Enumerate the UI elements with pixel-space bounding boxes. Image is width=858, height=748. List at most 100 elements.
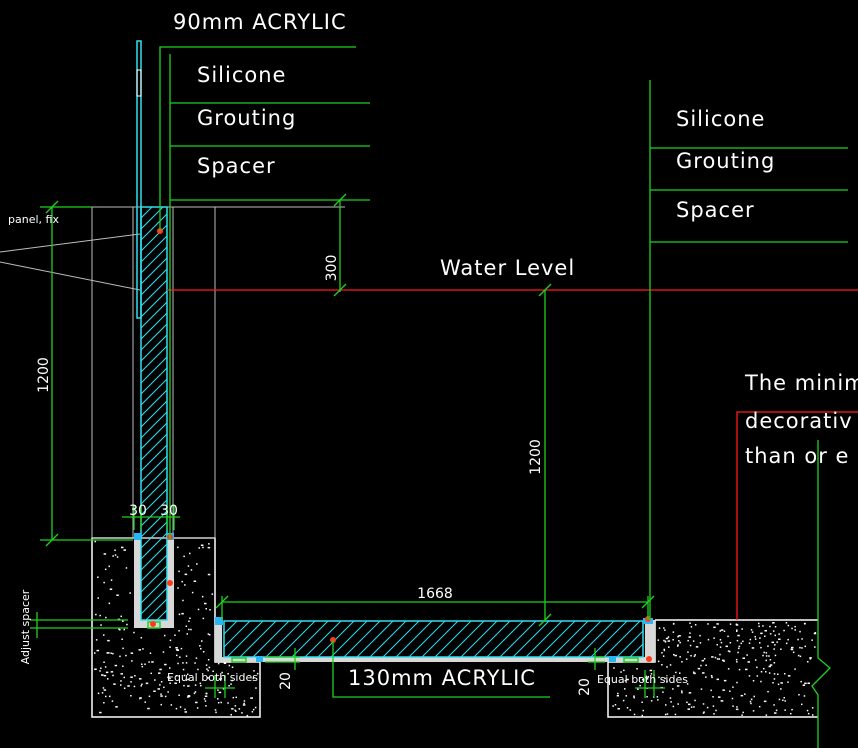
speckle-dot xyxy=(182,599,184,602)
speckle-dot xyxy=(199,682,202,685)
speckle-dot xyxy=(116,556,119,558)
hatch-line xyxy=(141,207,153,219)
speckle-dot xyxy=(689,622,691,624)
speckle-dot xyxy=(678,640,680,642)
speckle-dot xyxy=(772,682,774,684)
speckle-dot xyxy=(694,624,697,626)
speckle-dot xyxy=(814,632,817,634)
speckle-dot xyxy=(119,629,121,631)
speckle-dot xyxy=(189,552,191,555)
speckle-dot xyxy=(180,647,183,650)
speckle-dot xyxy=(636,668,638,670)
speckle-dot xyxy=(744,693,746,695)
speckle-dot xyxy=(612,705,614,707)
speckle-dot xyxy=(121,638,123,640)
speckle-dot xyxy=(758,625,760,628)
hatch-line xyxy=(141,268,167,296)
speckle-dot xyxy=(95,613,97,616)
speckle-dot xyxy=(175,707,178,710)
hatch-line xyxy=(395,621,433,657)
speckle-dot xyxy=(787,675,791,677)
speckle-dot xyxy=(707,623,709,625)
speckle-dot xyxy=(109,695,111,698)
speckle-dot xyxy=(617,695,619,697)
speckle-dot xyxy=(112,674,114,677)
speckle-dot xyxy=(688,703,691,706)
speckle-dot xyxy=(760,680,762,683)
speckle-dot xyxy=(711,676,713,679)
speckle-dot xyxy=(246,714,249,717)
speckle-dot xyxy=(759,637,761,639)
speckle-dot xyxy=(154,679,156,681)
speckle-dot xyxy=(109,588,113,590)
speckle-dot xyxy=(94,668,97,670)
speckle-dot xyxy=(666,680,668,683)
speckle-dot xyxy=(763,667,765,670)
speckle-dot xyxy=(116,594,119,596)
speckle-dot xyxy=(706,706,709,709)
speckle-dot xyxy=(694,699,696,702)
speckle-dot xyxy=(764,630,767,632)
speckle-dot xyxy=(163,686,165,689)
speckle-dot xyxy=(119,655,121,658)
speckle-dot xyxy=(196,563,198,565)
speckle-dot xyxy=(204,695,208,697)
speckle-dot xyxy=(148,661,150,663)
speckle-dot xyxy=(801,703,803,706)
speckle-dot xyxy=(164,634,166,637)
speckle-dot xyxy=(803,695,806,697)
speckle-dot xyxy=(105,695,107,698)
speckle-dot xyxy=(794,668,796,670)
hatch-line xyxy=(141,207,142,208)
speckle-dot xyxy=(187,565,190,567)
speckle-dot xyxy=(222,688,225,690)
hatch-line xyxy=(434,621,472,657)
speckle-dot xyxy=(183,674,186,677)
speckle-dot xyxy=(134,675,136,677)
dimension-20-right: 20 xyxy=(577,678,593,696)
speckle-dot xyxy=(801,638,803,640)
speckle-dot xyxy=(687,639,689,642)
speckle-dot xyxy=(96,649,99,652)
dimension-300: 300 xyxy=(324,255,340,282)
speckle-dot xyxy=(230,714,232,716)
speckle-dot xyxy=(103,661,105,663)
speckle-dot xyxy=(207,573,211,576)
speckle-dot xyxy=(130,681,132,683)
speckle-dot xyxy=(217,689,219,691)
speckle-dot xyxy=(710,689,712,692)
speckle-dot xyxy=(133,685,136,688)
speckle-dot xyxy=(638,677,641,679)
speckle-dot xyxy=(194,691,197,693)
speckle-dot xyxy=(771,641,774,644)
left-leaders xyxy=(159,46,370,540)
speckle-dot xyxy=(169,682,171,684)
speckle-dot xyxy=(646,678,649,680)
speckle-dot xyxy=(194,662,196,664)
speckle-dot xyxy=(769,633,772,635)
speckle-dot xyxy=(736,661,738,663)
speckle-dot xyxy=(228,685,230,687)
speckle-dot xyxy=(193,580,197,582)
hatch-line xyxy=(447,621,485,657)
speckle-dot xyxy=(693,655,696,657)
speckle-dot xyxy=(813,632,817,635)
speckle-dot xyxy=(713,626,716,629)
speckle-dot xyxy=(752,680,755,682)
speckle-dot xyxy=(679,672,681,674)
speckle-dot xyxy=(746,654,748,656)
speckle-dot xyxy=(738,668,741,671)
speckle-dot xyxy=(677,644,679,646)
speckle-dot xyxy=(202,651,205,653)
speckle-dot xyxy=(804,682,807,685)
adjust-spacer-label: Adjust spacer xyxy=(19,589,32,664)
speckle-dot xyxy=(729,642,732,644)
left-spacer-label: Spacer xyxy=(197,154,276,178)
speckle-dot xyxy=(690,626,693,628)
speckle-dot xyxy=(633,695,635,697)
speckle-dot xyxy=(102,687,105,689)
speckle-dot xyxy=(641,701,643,703)
speckle-dot xyxy=(787,638,789,641)
hatch-line xyxy=(304,621,342,657)
speckle-dot xyxy=(681,661,683,663)
